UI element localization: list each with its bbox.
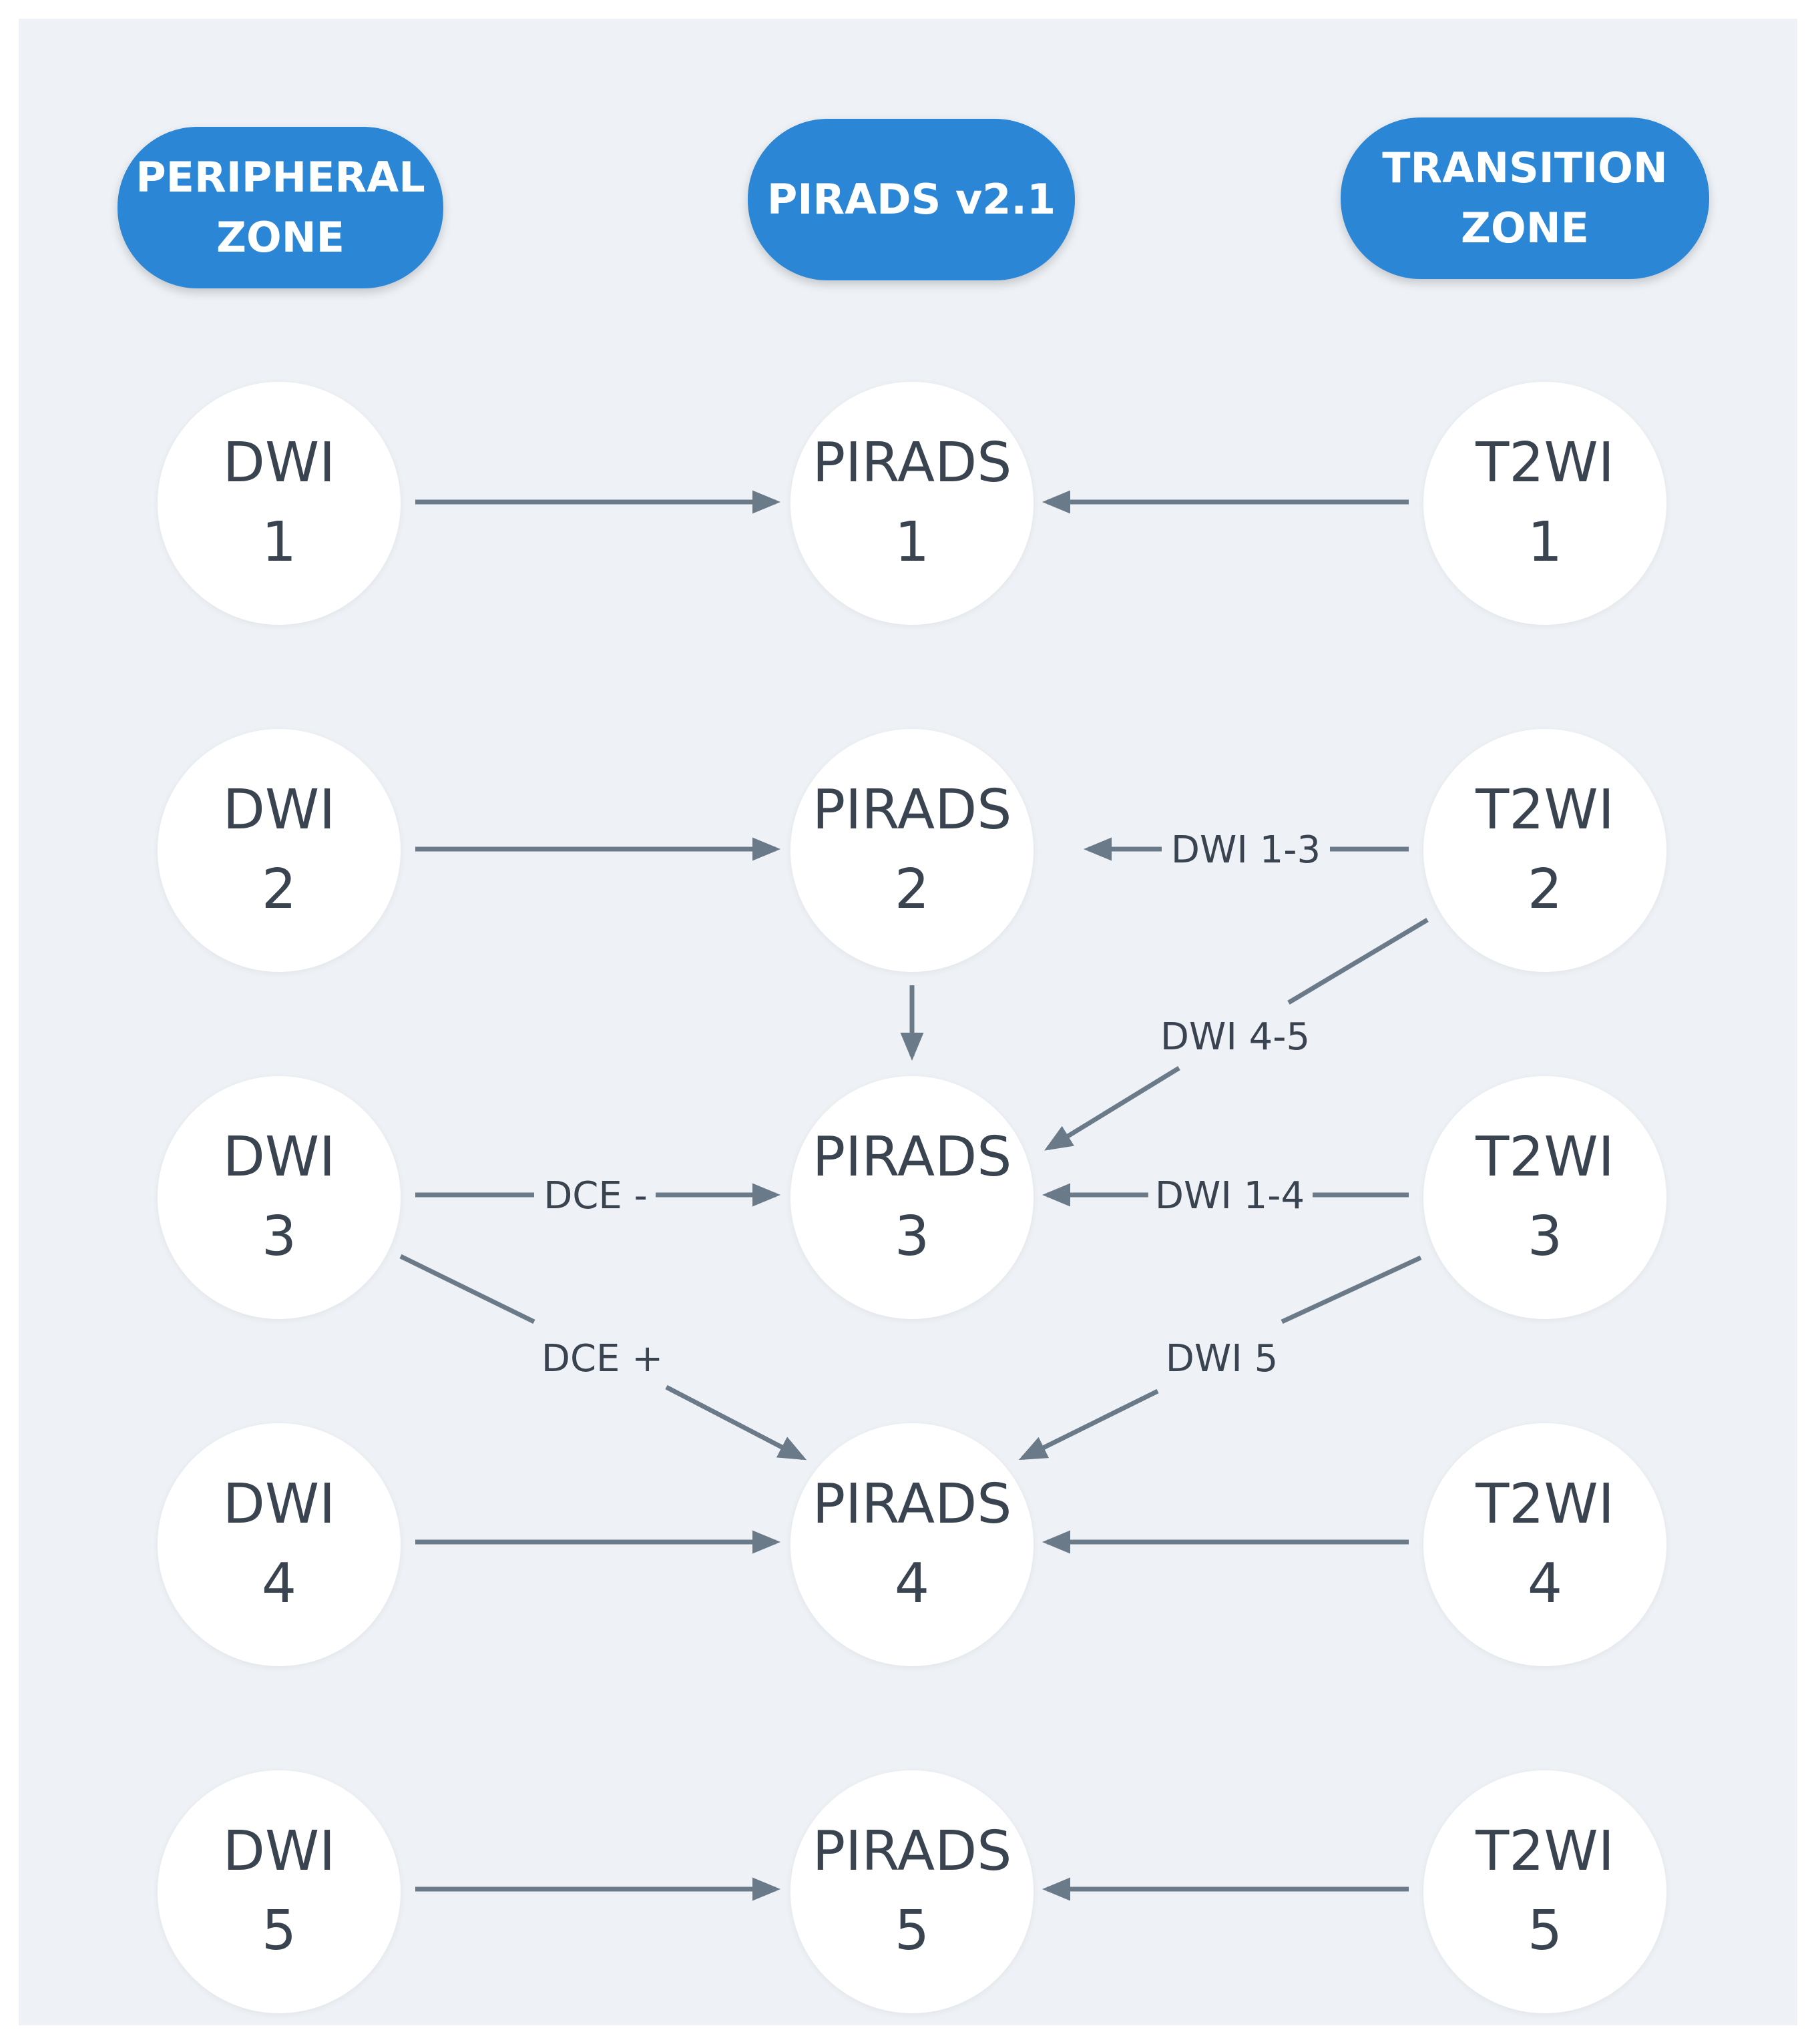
peripheral-zone-header-line-1: PERIPHERAL <box>136 153 425 202</box>
edge-label-backdrop <box>1153 1013 1317 1061</box>
dwi-node-3: DWI 3 <box>158 1076 401 1319</box>
edge-label-backdrop <box>534 1334 670 1383</box>
node-name: DWI <box>222 431 336 495</box>
t2wi-node-4: T2WI 4 <box>1423 1423 1666 1666</box>
node-score: 4 <box>894 1552 930 1615</box>
pirads-node-1: PIRADS 1 <box>790 382 1034 625</box>
dwi-node-2: DWI 2 <box>158 729 401 972</box>
node-score: 2 <box>261 858 297 921</box>
arrow-t2wi2-to-pirads3-a <box>1287 917 1429 1005</box>
t2wi-node-2: T2WI 2 <box>1423 729 1666 972</box>
pirads-node-2: PIRADS 2 <box>790 729 1034 972</box>
arrow-t2wi3-to-pirads4-b <box>1018 1388 1159 1461</box>
transition-zone-header-line-1: TRANSITION <box>1382 144 1668 193</box>
arrow-dwi3-to-pirads4-a <box>399 1254 535 1324</box>
node-name: T2WI <box>1476 1473 1614 1537</box>
node-name: DWI <box>222 1473 336 1537</box>
node-score: 1 <box>261 511 297 574</box>
edge-label-dwi-4-5: DWI 4-5 <box>1160 1015 1310 1059</box>
diagram-background <box>19 19 1797 2025</box>
pirads-node-3: PIRADS 3 <box>790 1076 1034 1319</box>
dwi-node-1: DWI 1 <box>158 382 401 625</box>
node-name: T2WI <box>1476 778 1614 842</box>
node-name: PIRADS <box>812 1820 1012 1884</box>
node-score: 3 <box>261 1205 297 1268</box>
node-score: 4 <box>1527 1552 1563 1615</box>
pirads-version-header-line-1: PIRADS v2.1 <box>766 175 1056 224</box>
t2wi-node-1: T2WI 1 <box>1423 382 1666 625</box>
t2wi-node-3: T2WI 3 <box>1423 1076 1666 1319</box>
edge-label-backdrop <box>1148 1172 1312 1220</box>
node-score: 2 <box>894 858 930 921</box>
node-name: PIRADS <box>812 431 1012 495</box>
edge-label-dce-minus: DCE - <box>543 1174 648 1218</box>
pirads-node-5: PIRADS 5 <box>790 1770 1034 2013</box>
node-score: 3 <box>1527 1205 1563 1268</box>
pirads-node-4: PIRADS 4 <box>790 1423 1034 1666</box>
node-score: 1 <box>894 511 930 574</box>
edge-label-dwi-1-4: DWI 1-4 <box>1155 1174 1305 1218</box>
node-name: T2WI <box>1476 1125 1614 1190</box>
arrow-t2wi3-to-pirads4-a <box>1281 1255 1422 1324</box>
arrow-dwi3-to-pirads4-b <box>665 1384 807 1461</box>
edge-label-backdrop <box>1164 826 1328 874</box>
pirads-version-header: PIRADS v2.1 <box>748 119 1075 280</box>
node-name: PIRADS <box>812 1473 1012 1537</box>
edge-label-dce-plus: DCE + <box>541 1337 663 1380</box>
peripheral-zone-header-line-2: ZONE <box>216 213 345 262</box>
peripheral-zone-header: PERIPHERAL ZONE <box>118 127 443 288</box>
node-name: DWI <box>222 1125 336 1190</box>
node-name: PIRADS <box>812 1125 1012 1190</box>
node-score: 4 <box>261 1552 297 1615</box>
node-name: DWI <box>222 778 336 842</box>
node-score: 1 <box>1527 511 1563 574</box>
node-score: 3 <box>894 1205 930 1268</box>
node-score: 5 <box>1527 1899 1563 1963</box>
node-score: 5 <box>894 1899 930 1963</box>
dwi-node-5: DWI 5 <box>158 1770 401 2013</box>
edge-label-dwi-5: DWI 5 <box>1166 1337 1278 1380</box>
node-score: 5 <box>261 1899 297 1963</box>
t2wi-node-5: T2WI 5 <box>1423 1770 1666 2013</box>
edge-label-backdrop <box>537 1172 654 1220</box>
arrow-t2wi2-to-pirads3-b <box>1044 1066 1180 1151</box>
transition-zone-header: TRANSITION ZONE <box>1341 117 1709 279</box>
edge-label-backdrop <box>1158 1334 1285 1383</box>
node-name: T2WI <box>1476 1820 1614 1884</box>
node-score: 2 <box>1527 858 1563 921</box>
dwi-node-4: DWI 4 <box>158 1423 401 1666</box>
node-name: PIRADS <box>812 778 1012 842</box>
edge-label-dwi-1-3: DWI 1-3 <box>1171 828 1321 872</box>
node-name: T2WI <box>1476 431 1614 495</box>
transition-zone-header-line-2: ZONE <box>1461 204 1589 252</box>
node-name: DWI <box>222 1820 336 1884</box>
